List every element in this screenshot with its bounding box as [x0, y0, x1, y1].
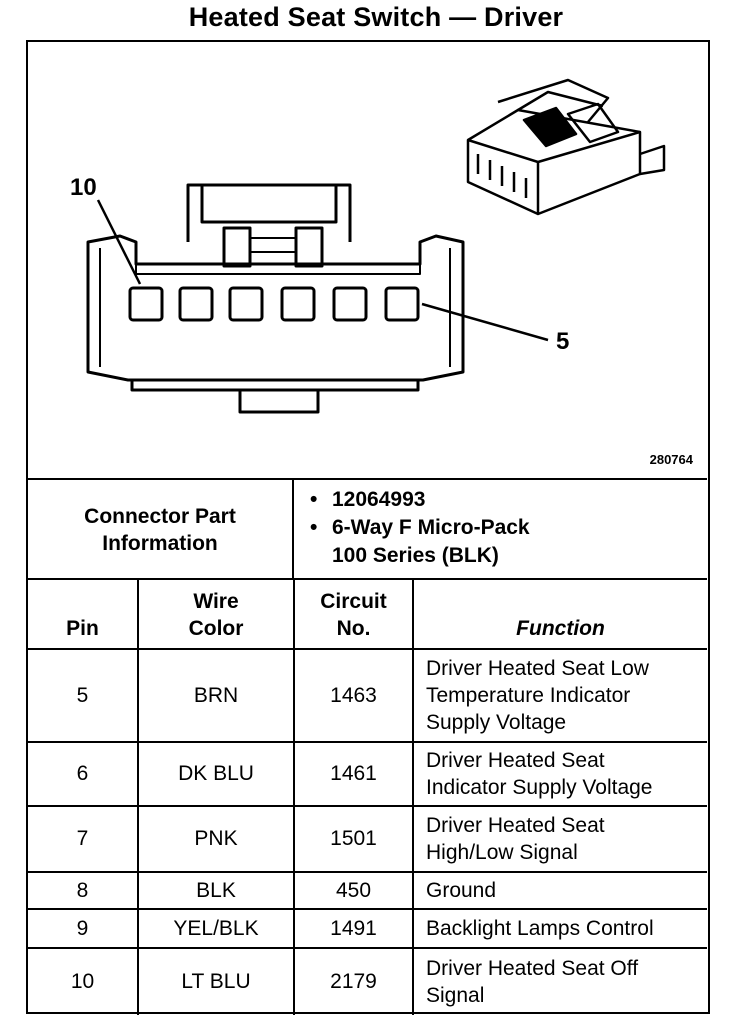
table-row: 8 BLK 450 Ground [28, 871, 707, 910]
connector-face-drawing [86, 78, 666, 414]
bullet-icon: • [310, 488, 318, 511]
connector-description: 6-Way F Micro-Pack [332, 516, 530, 539]
page-title: Heated Seat Switch — Driver [188, 2, 564, 32]
pin-5-label: 5 [556, 328, 570, 355]
connector-part-details: •12064993 •6-Way F Micro-Pack 100 Series… [310, 488, 530, 567]
table-row: 9 YEL/BLK 1491 Backlight Lamps Control [28, 908, 707, 949]
connector-sheet: 10 5 280764 Connector Part Information •… [26, 40, 710, 1015]
figure-id: 280764 [649, 452, 693, 467]
header-pin: Pin [28, 578, 139, 650]
connector-diagram: 10 5 280764 [28, 42, 707, 478]
bullet-icon: • [310, 516, 318, 539]
pin-10-label: 10 [70, 174, 97, 201]
header-function: Function [412, 578, 707, 650]
connector-perspective-icon [466, 78, 666, 216]
connector-part-label: Connector Part Information [28, 480, 294, 580]
part-number: 12064993 [332, 488, 426, 511]
connector-part-information: Connector Part Information • 12064993 • 6-… [28, 478, 707, 580]
